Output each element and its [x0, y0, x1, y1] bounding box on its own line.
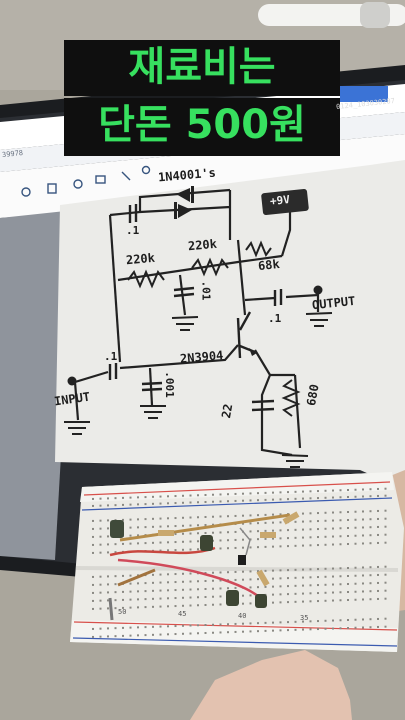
cap-base-label: .001	[162, 371, 176, 398]
cap-emitter	[251, 399, 275, 412]
resistor-1-label: 220k	[125, 250, 156, 268]
cap-top-label: .1	[126, 224, 140, 237]
resistor-680	[281, 379, 301, 417]
diode-2	[178, 204, 192, 218]
resistor-220k-a	[127, 269, 165, 289]
cap-bias	[173, 286, 195, 298]
ground-4	[140, 405, 166, 419]
cap-input	[108, 363, 118, 380]
caption-line-2: 단돈 500원	[64, 98, 340, 156]
breadboard	[70, 472, 404, 652]
toolbar-icon-6	[141, 165, 151, 175]
capacitor-part	[110, 520, 124, 538]
supply-label: +9V	[269, 192, 291, 209]
schematic-paper	[55, 160, 405, 490]
bb-col-label: 45	[178, 610, 187, 618]
bb-col-label: 40	[238, 612, 247, 620]
output-cap-label: .1	[268, 312, 282, 325]
input-terminal	[67, 376, 77, 386]
input-cap-label: .1	[104, 350, 118, 363]
supply-box	[261, 188, 309, 216]
bb-col-label: 50	[118, 608, 127, 616]
resistor-3-label: 68k	[257, 256, 281, 274]
toolbar-icon-4	[95, 175, 106, 184]
cap-bias-label: .01	[199, 280, 213, 301]
resistor-220k-b	[191, 257, 229, 277]
diode-1	[176, 188, 190, 202]
breadboard-components	[108, 511, 300, 621]
output-terminal	[313, 285, 323, 295]
cap-emitter-label: 22	[219, 402, 236, 420]
toolbar-icon-1	[21, 187, 31, 197]
ground-5	[281, 454, 309, 468]
ground-2	[305, 312, 333, 327]
ground-1	[171, 316, 199, 331]
caption-line-1: 재료비는	[64, 40, 340, 96]
app-tab-active[interactable]	[340, 86, 388, 102]
resistor-2-label: 220k	[187, 236, 218, 254]
toolbar-icon-2	[47, 183, 57, 194]
resistor-68k	[245, 240, 272, 258]
toolbar-icon-5	[121, 171, 131, 181]
toolbar-icon-3	[73, 179, 83, 189]
ground-3	[64, 421, 90, 435]
cap-output	[273, 289, 283, 306]
cap-base	[141, 381, 163, 392]
bb-col-label: 35	[300, 614, 309, 622]
cap-top	[128, 204, 138, 223]
hand-bottom	[190, 650, 352, 720]
